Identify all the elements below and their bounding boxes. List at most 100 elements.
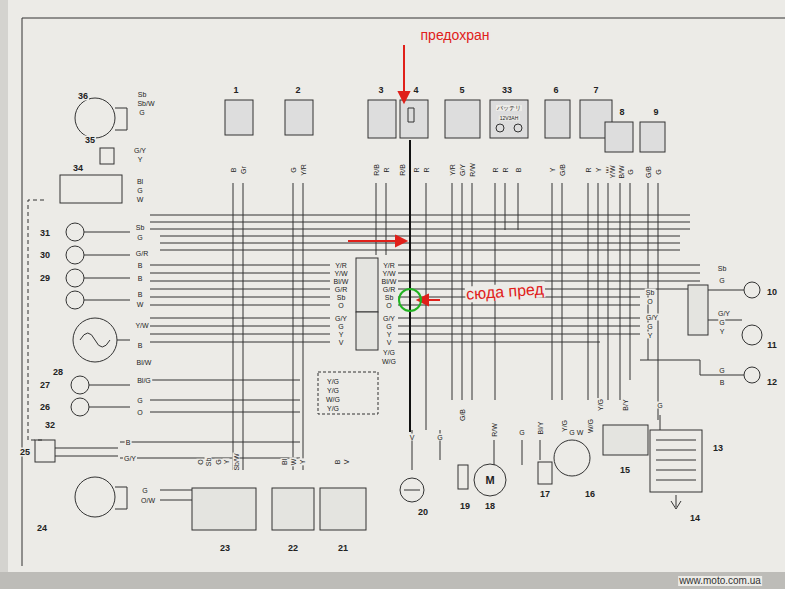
callout-number: 20 (417, 508, 429, 517)
wire-code: Y/G (561, 419, 568, 433)
wire-code: Y (386, 331, 393, 338)
callout-number: 22 (287, 544, 299, 553)
wire-code: G (136, 187, 143, 194)
wire-code: W (136, 301, 145, 308)
watermark: www.moto.com.ua (678, 576, 762, 586)
wire-code: G (718, 319, 725, 326)
callout-number: 21 (337, 544, 349, 553)
wire-code: G/B (645, 165, 652, 179)
callout-number: 6 (552, 86, 559, 95)
wire-code: W/G (381, 358, 397, 365)
wire-code: Bl/W (333, 278, 350, 285)
callout-number: 5 (458, 86, 465, 95)
wire-code: R (413, 166, 420, 173)
callout-number: 34 (72, 164, 84, 173)
wire-code: Sb (717, 265, 728, 272)
wire-code: O (646, 298, 653, 305)
wire-code: O (337, 302, 344, 309)
wire-code: Sb (645, 289, 656, 296)
wire-code: Y (549, 167, 556, 174)
wire-code: B (137, 262, 144, 269)
callout-number: 19 (459, 502, 471, 511)
wire-code: R (383, 166, 390, 173)
wire-code: B (719, 379, 726, 386)
callout-number: 4 (412, 86, 419, 95)
wire-code: B (515, 167, 522, 174)
wire-code: G (290, 166, 297, 173)
wire-code: R/B (373, 163, 380, 177)
wire-code: G (518, 429, 525, 436)
callout-number: 17 (539, 490, 551, 499)
wire-code: G/B (459, 408, 466, 422)
wire-code: O (197, 458, 204, 465)
wire-code: R (423, 166, 430, 173)
callout-number: 24 (36, 524, 48, 533)
wire-code: G (627, 168, 634, 175)
callout-number: 1 (232, 86, 239, 95)
wire-code: Y/W (134, 322, 149, 329)
wire-code: Sb/W (136, 100, 155, 107)
wire-code: Y/R (300, 163, 307, 177)
wire-code: O (385, 302, 392, 309)
callout-number: 28 (52, 368, 64, 377)
wire-code: 12V3AH (499, 116, 520, 121)
callout-number: 9 (652, 108, 659, 117)
callout-number: 18 (484, 502, 496, 511)
wire-code: R (502, 166, 509, 173)
green-marker (399, 289, 421, 311)
callout-number: 7 (592, 86, 599, 95)
wire-code: Y (647, 332, 654, 339)
wire-code: V (338, 339, 345, 346)
callout-number: 23 (219, 544, 231, 553)
wire-code: G/Y (334, 315, 348, 322)
wire-code: O/W (140, 497, 156, 504)
wire-code: O (136, 409, 143, 416)
callout-number: 26 (39, 403, 51, 412)
callout-number: 13 (712, 444, 724, 453)
wire-code: Y/G (597, 398, 604, 412)
callout-number: 2 (294, 86, 301, 95)
callout-number: 10 (766, 288, 778, 297)
wire-code: M (484, 475, 495, 486)
wire-code: R/W (491, 422, 498, 438)
wire-code: Sb (135, 224, 146, 231)
wire-code: Sb (205, 457, 212, 468)
wire-code: R/W (469, 162, 476, 178)
callout-number: 15 (619, 466, 631, 475)
wire-code: G/Y (133, 147, 147, 154)
wire-code: Y (137, 156, 144, 163)
wire-code: Y/W (609, 164, 616, 179)
wire-code: R (585, 166, 592, 173)
wire-code: バッテリ (496, 105, 522, 111)
callout-number: 8 (618, 108, 625, 117)
wire-code: G (136, 397, 143, 404)
wire-code: R/B (399, 163, 406, 177)
wire-code: G (337, 323, 344, 330)
wire-code: G/Y (123, 455, 137, 462)
wire-code: Sb/W (233, 452, 240, 471)
callout-number: 31 (39, 229, 51, 238)
wire-code: G (138, 109, 145, 116)
callout-number: 35 (84, 136, 96, 145)
wire-code: B (230, 167, 237, 174)
wire-code: Y/R (382, 262, 396, 269)
callout-number: 29 (39, 274, 51, 283)
wire-code: G/B (559, 163, 566, 177)
wire-code: G (436, 434, 443, 441)
wire-code: Y/G (326, 378, 340, 385)
wire-code: Y (595, 167, 602, 174)
wire-code: Y/W (333, 270, 348, 277)
fuse-line (409, 140, 411, 432)
wire-code: W/G (587, 418, 594, 434)
wire-code: B (137, 291, 144, 298)
wire-code: G/Y (459, 163, 466, 177)
wire-code: G/Y (645, 314, 659, 321)
wire-code: G (568, 429, 575, 436)
wire-code: Sb (336, 294, 347, 301)
callout-number: 3 (377, 86, 384, 95)
wire-code: Bl/Y (537, 421, 544, 436)
wire-code: G (655, 168, 662, 175)
wire-code: G (385, 323, 392, 330)
callout-number: 16 (584, 490, 596, 499)
callout-number: 25 (19, 448, 31, 457)
